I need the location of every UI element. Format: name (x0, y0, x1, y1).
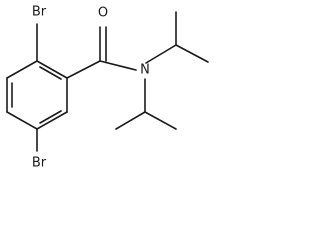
amide-bond (99, 60, 137, 71)
molecule-structure-diagram: Br Br O N (0, 0, 215, 177)
ring-double-bottom (39, 110, 62, 124)
structure-svg: Br Br O N (6, 5, 209, 171)
br-top-label: Br (32, 5, 47, 20)
n-to-upper-ch (145, 44, 177, 64)
nitrogen-label: N (140, 63, 150, 78)
ring-bond-4 (36, 111, 68, 130)
oxygen-label: O (98, 6, 108, 21)
ring-to-carbonyl-bond (66, 60, 101, 79)
benzene-ring (6, 60, 68, 130)
ring-double-top (39, 66, 62, 80)
ring-bond-6 (36, 60, 68, 79)
br-bottom-label: Br (32, 156, 47, 171)
lower-ch-to-left-methyl (115, 111, 146, 130)
ring-bond-1 (6, 60, 38, 79)
upper-ch-to-right-methyl (175, 44, 209, 63)
ring-bond-3 (6, 111, 38, 130)
lower-ch-to-right-methyl (144, 111, 177, 130)
